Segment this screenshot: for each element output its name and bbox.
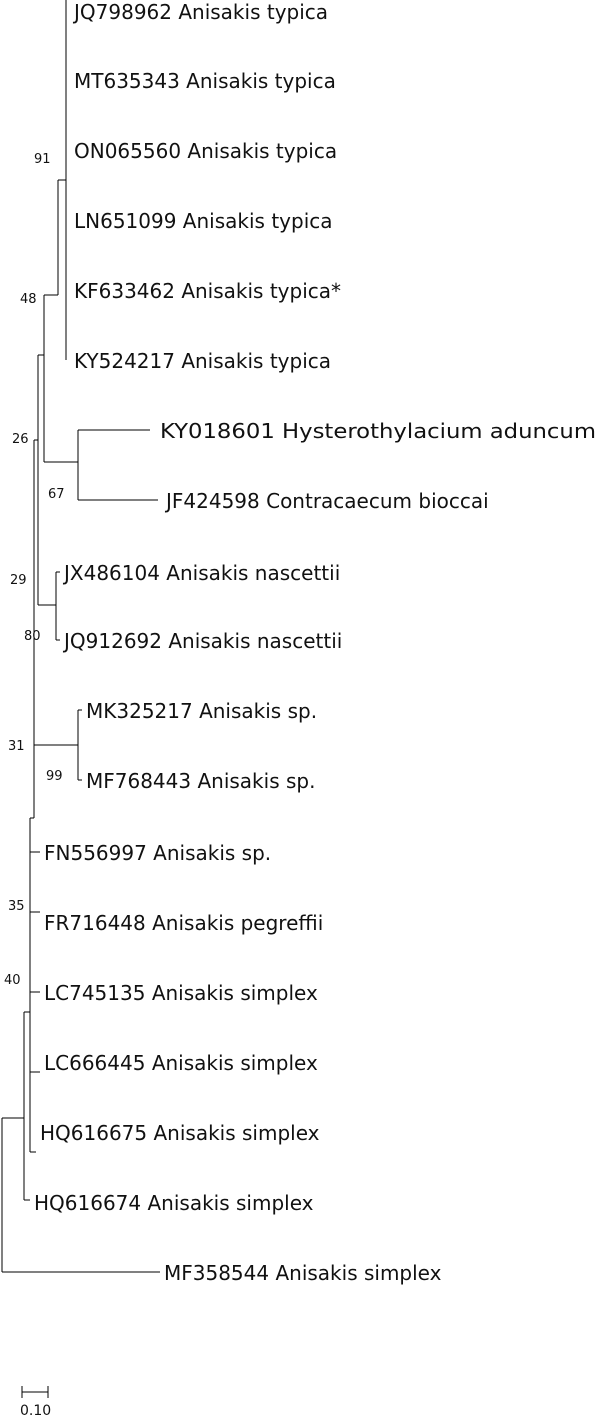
taxon-label: MF358544 Anisakis simplex [164,1261,442,1285]
taxon-labels: JQ798962 Anisakis typica MT635343 Anisak… [34,0,596,1285]
taxon-label: MT635343 Anisakis typica [74,69,336,93]
bootstrap-value: 80 [24,629,41,644]
taxon-label: JQ912692 Anisakis nascettii [62,629,342,653]
taxon-label: JX486104 Anisakis nascettii [62,561,340,585]
taxon-label: HQ616674 Anisakis simplex [34,1191,314,1215]
taxon-label: MK325217 Anisakis sp. [86,699,317,723]
taxon-label: LC745135 Anisakis simplex [44,981,318,1005]
taxon-label: ON065560 Anisakis typica [74,139,337,163]
bootstrap-value: 26 [12,432,29,447]
scale-bar: 0.10 [20,1386,51,1419]
bootstrap-value: 31 [8,739,25,754]
bootstrap-value: 67 [48,487,65,502]
taxon-label: FR716448 Anisakis pegreffii [44,911,323,935]
bootstrap-value: 29 [10,573,27,588]
bootstrap-value: 35 [8,899,25,914]
bootstrap-value: 40 [4,973,21,988]
scale-bar-label: 0.10 [20,1403,51,1419]
bootstrap-values: 91 48 26 67 29 80 99 31 35 40 [4,152,65,988]
taxon-label: HQ616675 Anisakis simplex [40,1121,320,1145]
tree-branches [1,0,160,1273]
taxon-label: MF768443 Anisakis sp. [86,769,315,793]
taxon-label: KY018601 Hysterothylacium aduncum [160,419,596,443]
taxon-label: JQ798962 Anisakis typica [72,0,328,24]
taxon-label: JF424598 Contracaecum bioccai [164,489,489,513]
taxon-label: KF633462 Anisakis typica* [74,279,341,303]
bootstrap-value: 48 [20,292,37,307]
taxon-label: KY524217 Anisakis typica [74,349,331,373]
bootstrap-value: 91 [34,152,51,167]
taxon-label: LN651099 Anisakis typica [74,209,333,233]
bootstrap-value: 99 [46,769,63,784]
taxon-label: LC666445 Anisakis simplex [44,1051,318,1075]
taxon-label: FN556997 Anisakis sp. [44,841,271,865]
